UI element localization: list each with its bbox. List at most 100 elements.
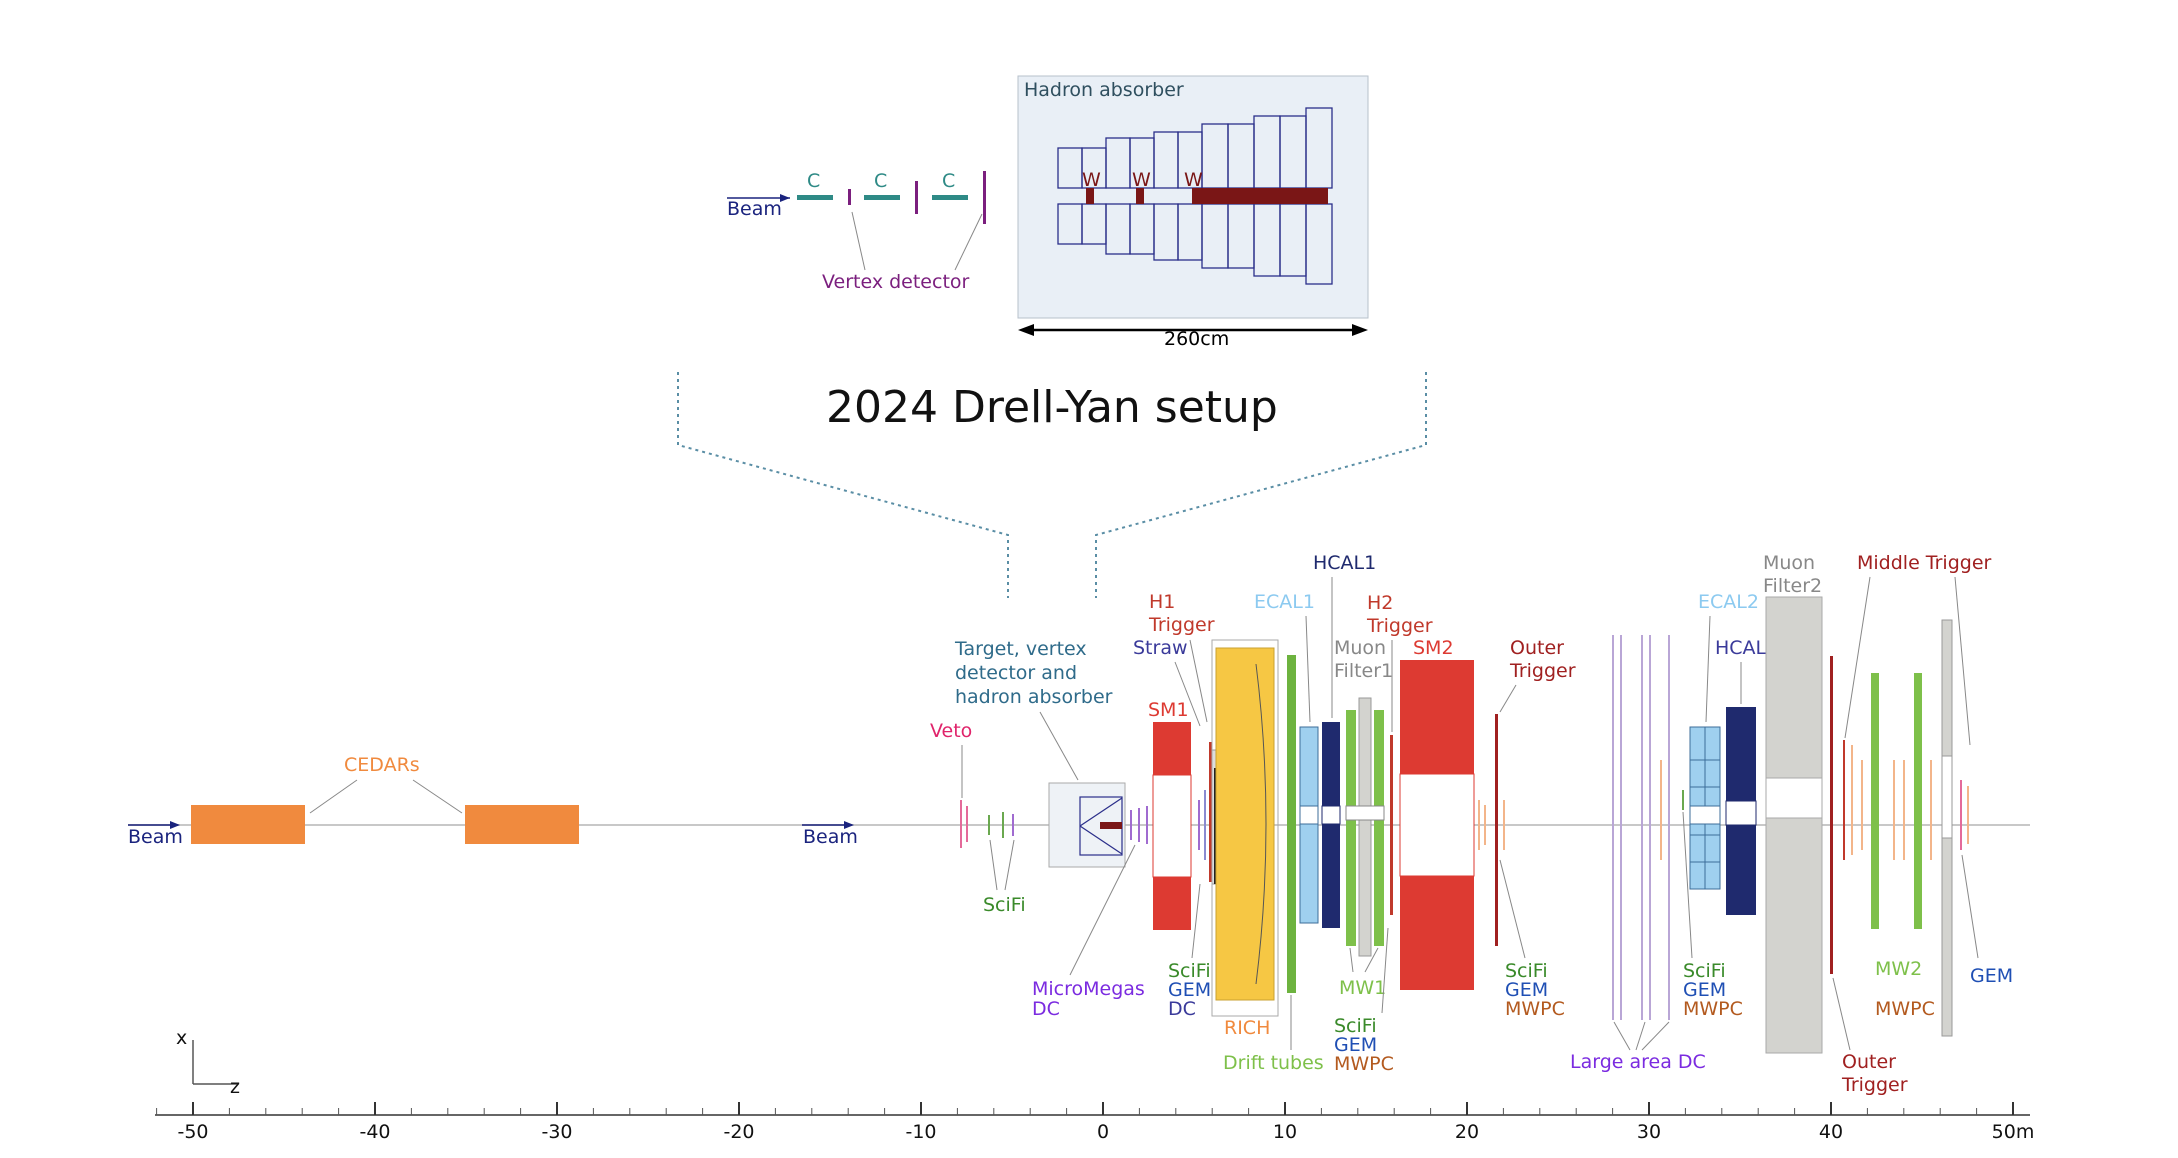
carbon-label-3: C (942, 170, 955, 192)
micromegas-label: MicroMegas (1032, 978, 1145, 1000)
tungsten-label-2: W (1132, 169, 1151, 191)
scifi-ecal2-plane (1682, 790, 1684, 810)
middle-trigger-hodoscope-1 (1843, 740, 1845, 860)
rich-label: RICH (1224, 1017, 1270, 1039)
dimension-arrow-left (1018, 324, 1034, 336)
large-area-dc-1 (1612, 635, 1614, 1020)
cedars-label: CEDARs (344, 754, 420, 776)
tick-label: 10 (1273, 1121, 1297, 1143)
vertex-detector-label: Vertex detector (822, 271, 970, 293)
hcal1-label: HCAL1 (1313, 552, 1376, 574)
outer-trigger-2-hodoscope (1830, 656, 1833, 974)
scifi-front-label: SciFi (983, 894, 1026, 916)
tick-label: 20 (1455, 1121, 1479, 1143)
mwpc-plane (1903, 760, 1905, 860)
mw2-plane-1 (1871, 673, 1879, 929)
large-area-dc-5 (1668, 635, 1670, 1020)
scifi-gem-mwpc-2-label-2: GEM (1505, 979, 1548, 1001)
sm2-label: SM2 (1413, 637, 1454, 659)
axis-x-label: x (176, 1027, 187, 1049)
micromegas-pointer (1069, 844, 1136, 976)
tick-label: 50m (1992, 1121, 2035, 1143)
ecal1-pointer (1305, 615, 1311, 723)
scifi-front-pointer (989, 839, 998, 891)
axis-z-label: z (230, 1076, 240, 1098)
post-sm2-plane (1478, 800, 1480, 850)
micromegas-plane (1138, 808, 1140, 842)
h1-trigger-label-1: H1 (1149, 591, 1175, 613)
large-area-dc-4 (1649, 635, 1651, 1020)
scifi-front-2 (1002, 812, 1004, 838)
scifi-gem-mwpc-3-pointer (1682, 811, 1693, 959)
rich-vessel (1211, 639, 1279, 1017)
outer-trigger-1-hodoscope (1495, 714, 1498, 946)
scifi-front-3 (1012, 814, 1014, 836)
micromegas-plane (1130, 810, 1132, 840)
target-group-label-2: detector and (955, 662, 1077, 684)
large-area-mwpc (1660, 760, 1662, 860)
vertex-plane-1 (848, 189, 851, 205)
target-tungsten-small (1100, 822, 1122, 829)
mw2-plane-2 (1914, 673, 1922, 929)
carbon-label-1: C (807, 170, 820, 192)
h1-trigger-pointer (1189, 639, 1208, 723)
mw2-label: MW2 (1875, 958, 1922, 980)
scifi-gem-dc-pointer (1191, 883, 1201, 959)
last-absorber-hole (1941, 755, 1953, 839)
drift-tubes-label: Drift tubes (1223, 1052, 1324, 1074)
dimension-label: 260cm (1164, 328, 1229, 350)
vertex-pointer-1 (851, 211, 866, 271)
outer-trigger-1-label-1: Outer (1510, 637, 1564, 659)
tick-label: 0 (1097, 1121, 1109, 1143)
tungsten-plug-1 (1086, 188, 1094, 204)
inset-beam-arrow (780, 194, 790, 202)
inset-beam-label: Beam (727, 198, 782, 220)
mwpc-plane (1851, 745, 1853, 855)
hcal2-hole (1725, 800, 1757, 826)
cedars-pointer-2 (412, 779, 463, 814)
scifi-gem-dc-label-1: SciFi (1168, 960, 1211, 982)
inset-target-region: Beam C C C Vertex detector Hadron absorb… (727, 75, 1369, 350)
mw1-plane-2 (1374, 710, 1384, 946)
hcal2-label: HCAL2 (1715, 637, 1778, 659)
large-area-dc-pointer (1613, 1021, 1631, 1051)
rich-detector (1215, 647, 1275, 1001)
gem-last-pointer (1961, 854, 1979, 959)
beam-label-upstream: Beam (128, 826, 183, 848)
beam-arrowhead-upstream (170, 821, 180, 829)
muon-filter1-label-1: Muon (1334, 637, 1386, 659)
scifi-gem-mwpc-3-label-3: MWPC (1683, 998, 1743, 1020)
mw1-pointer (1364, 947, 1379, 973)
carbon-label-2: C (874, 170, 887, 192)
straw-plane (1198, 800, 1200, 850)
outer-trigger-2-label-2: Trigger (1841, 1074, 1908, 1096)
outer-trigger-2-pointer (1832, 977, 1851, 1051)
mw1-pointer (1349, 947, 1354, 973)
outer-trigger-1-label-2: Trigger (1509, 660, 1576, 682)
sm1-gap (1152, 774, 1192, 878)
muon-filter2 (1765, 596, 1823, 1054)
h2-trigger-label-2: Trigger (1366, 615, 1433, 637)
scifi-front-1 (988, 815, 990, 835)
scifi-gem-mwpc-1-label-1: SciFi (1334, 1015, 1377, 1037)
target-absorber-small (1079, 825, 1123, 855)
ecal2-hole (1689, 805, 1721, 825)
h2-trigger-hodoscope (1390, 735, 1393, 915)
dimension-arrow-right (1352, 324, 1368, 336)
post-sm2-plane (1484, 805, 1486, 845)
carbon-target-2 (864, 195, 900, 200)
scifi-gem-mwpc-3-label-2: GEM (1683, 979, 1726, 1001)
cedar-1 (191, 805, 305, 844)
ecal2-pointer (1705, 615, 1711, 723)
sm2-gap (1399, 773, 1475, 877)
scifi-gem-mwpc-3-label-1: SciFi (1683, 960, 1726, 982)
vertex-pointer-2 (954, 213, 983, 271)
h1-trigger-label-2: Trigger (1148, 614, 1215, 636)
hadron-absorber-label: Hadron absorber (1024, 79, 1184, 101)
ruler-minor-ticks (156, 1108, 1978, 1115)
sm1-label: SM1 (1148, 699, 1189, 721)
scifi-gem-mwpc-2-label-1: SciFi (1505, 960, 1548, 982)
hcal1-hole (1321, 805, 1341, 825)
large-area-dc-3 (1641, 635, 1643, 1020)
